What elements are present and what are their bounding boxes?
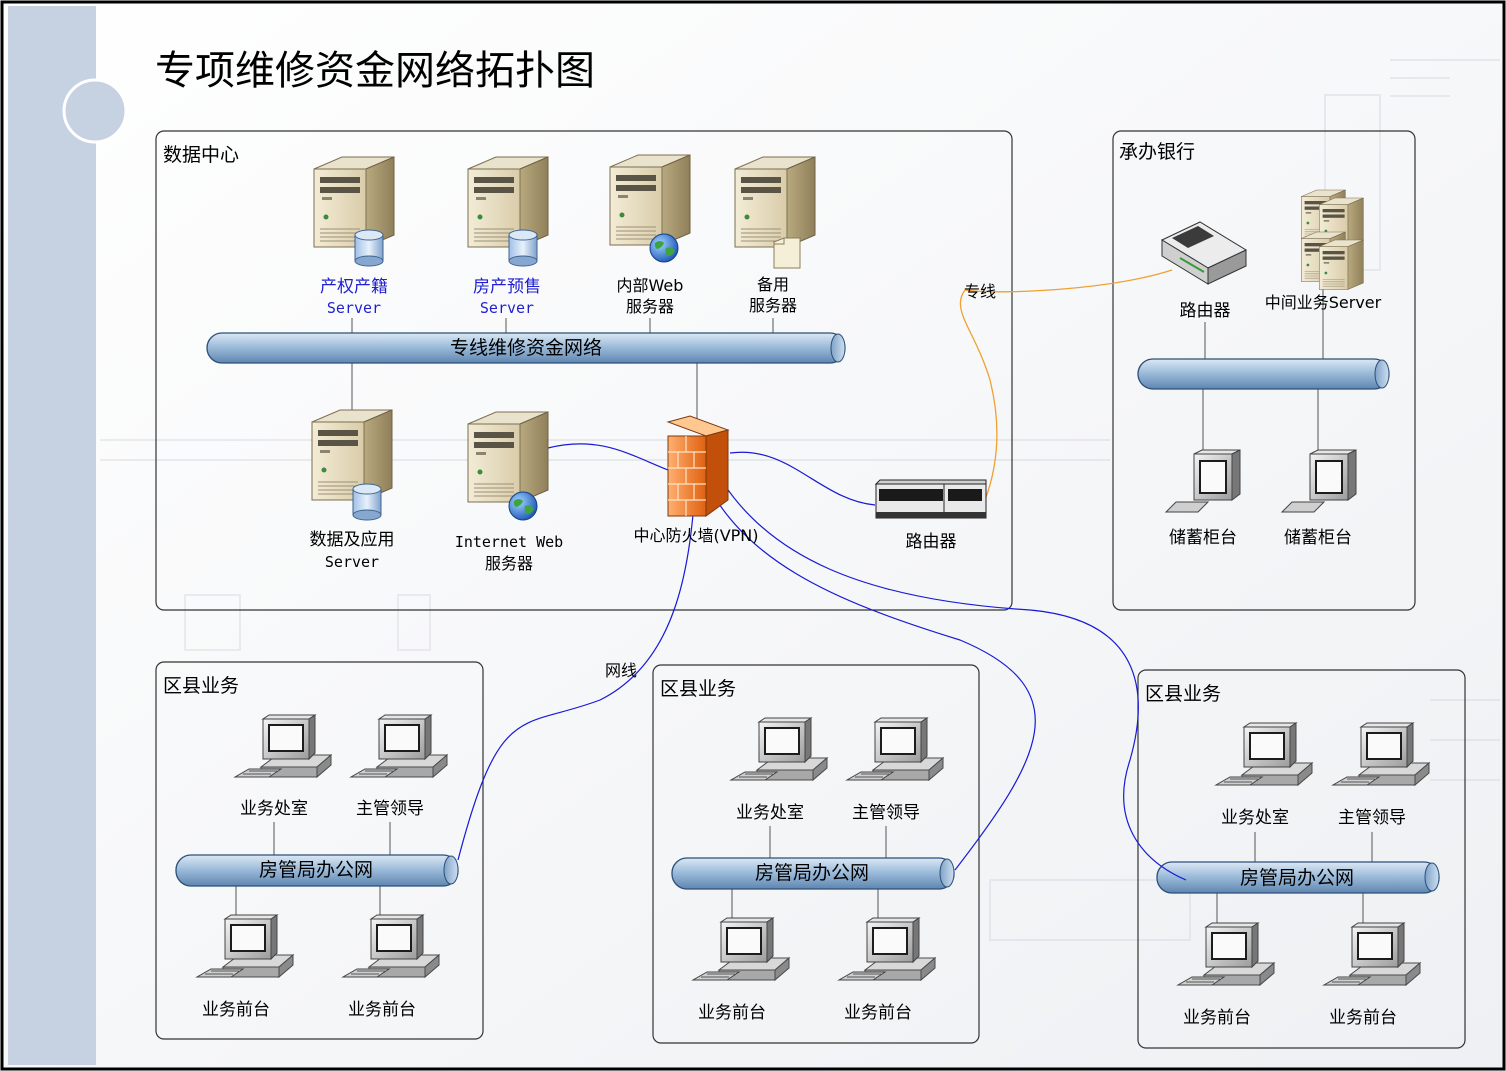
server-label-property: 产权产籍 [320,277,388,297]
leased-line [959,269,1173,501]
district3-front-label-1: 业务前台 [1183,1008,1251,1028]
server-label-backup: 备用 [757,275,789,294]
router-label-data-center: 路由器 [906,532,957,552]
bank-bus [1137,358,1390,390]
district1-leader-label: 主管领导 [356,799,424,819]
district-bus-3 [1156,861,1440,894]
bank-label: 承办银行 [1119,141,1195,163]
district3-office-label: 业务处室 [1221,808,1289,828]
district-bus-1 [175,854,459,887]
district2-front-label-2: 业务前台 [844,1003,912,1023]
district-bus-2 [671,857,955,890]
globe-icon [508,491,538,521]
folder-icon [773,237,801,269]
data-center-box [155,130,1013,611]
leased-line-label: 专线 [964,282,996,301]
backbone-label: 专线维修资金网络 [450,337,602,359]
connector-lines [235,282,1373,924]
database-icon [508,229,538,267]
district-box-1 [155,661,484,1040]
router-icon [1160,221,1248,285]
district3-front-label-2: 业务前台 [1329,1008,1397,1028]
data-center-label: 数据中心 [163,144,239,166]
server-icon [1301,189,1364,290]
server-icon [467,411,549,503]
server-label-internet-web: Internet Web [455,533,563,551]
page-title: 专项维修资金网络拓扑图 [155,48,595,94]
bank-server-label: 中间业务Server [1265,293,1382,312]
router-icon [874,479,987,519]
district2-office-label: 业务处室 [736,803,804,823]
district2-leader-label: 主管领导 [852,803,920,823]
server-sublabel-property: Server [327,299,381,317]
network-links [457,443,1187,881]
server-icon [609,154,691,246]
server-sublabel-backup: 服务器 [749,296,797,315]
district1-front-label-1: 业务前台 [202,1000,270,1020]
left-sidebar [8,6,96,1065]
database-icon [354,229,384,267]
server-label-data-app: 数据及应用 [310,530,395,550]
district1-front-label-2: 业务前台 [348,1000,416,1020]
district-net-label-3: 房管局办公网 [1240,867,1354,889]
backbone-bus [206,332,846,364]
district-box-2 [652,664,980,1044]
router-label-bank: 路由器 [1180,301,1231,321]
bank-terminal-label-2: 储蓄柜台 [1284,528,1352,548]
firewall-label: 中心防火墙(VPN) [633,526,758,545]
server-icon [734,156,816,248]
server-label-presale: 房产预售 [473,277,541,297]
globe-icon [649,233,679,263]
server-label-internal-web: 内部Web [617,276,684,295]
server-sublabel-internal-web: 服务器 [626,297,674,316]
district1-office-label: 业务处室 [240,799,308,819]
sidebar-circle [62,78,128,144]
district-label-1: 区县业务 [163,675,239,697]
firewall-icon [666,415,730,517]
district-box-3 [1137,669,1466,1049]
workstation-icon [1164,449,1241,513]
district2-front-label-1: 业务前台 [698,1003,766,1023]
server-sublabel-presale: Server [480,299,534,317]
bank-terminal-label-1: 储蓄柜台 [1169,528,1237,548]
server-sublabel-data-app: Server [325,553,379,571]
server-sublabel-internet-web: 服务器 [485,554,533,573]
district-label-3: 区县业务 [1145,683,1221,705]
district-net-label-2: 房管局办公网 [755,862,869,884]
district-net-label-1: 房管局办公网 [259,859,373,881]
district3-leader-label: 主管领导 [1338,808,1406,828]
district-label-2: 区县业务 [660,678,736,700]
bank-box [1112,130,1416,611]
network-cable-label: 网线 [605,661,637,680]
database-icon [352,483,382,521]
workstation-icon [1280,449,1357,513]
